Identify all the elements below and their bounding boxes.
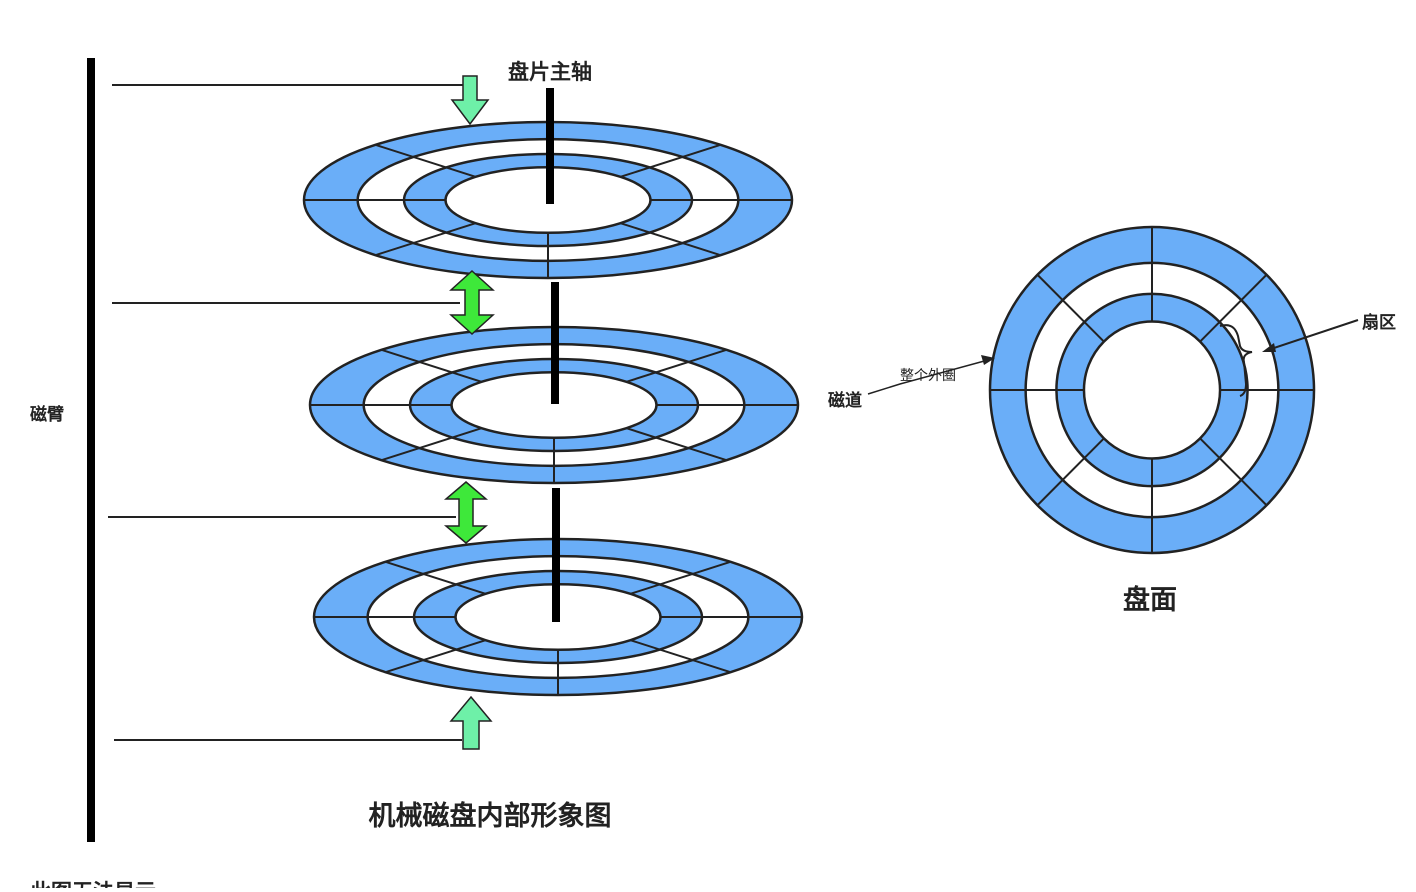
track-callout-arrowhead — [981, 355, 995, 365]
platter-middle-sector-divider — [626, 427, 727, 462]
platter-middle-sector-divider — [626, 348, 727, 383]
bottom-partial-label: 此图无法显示 — [30, 880, 156, 888]
head-arrow-upper-middle — [449, 269, 495, 336]
platter-bottom-sector-divider — [385, 560, 486, 595]
head-arrow-lower-middle — [443, 481, 489, 544]
spindle-segment-middle — [551, 282, 559, 404]
spindle-label: 盘片主轴 — [508, 60, 592, 84]
head-arrow-bottom — [449, 695, 493, 750]
platter-top-sector-divider — [620, 143, 721, 178]
sector-callout-line — [1267, 319, 1359, 351]
disk-arm-bar — [87, 58, 95, 842]
sector-label: 扇区 — [1362, 312, 1396, 333]
sector-brace — [1219, 324, 1253, 397]
platter-surface — [988, 225, 1316, 555]
platter-bottom-sector-divider — [630, 639, 731, 674]
sector-callout-arrowhead — [1262, 343, 1276, 352]
platter-middle-sector-divider — [381, 427, 482, 462]
surface-sector-divider — [1036, 274, 1105, 343]
spindle-segment-top — [546, 88, 554, 204]
surface-caption: 盘面 — [1123, 584, 1177, 616]
outer-ring-label: 整个外圈 — [900, 368, 956, 384]
platter-bottom-sector-divider — [630, 560, 731, 595]
surface-ring-outline — [1055, 292, 1249, 488]
platter-top-sector-divider — [620, 222, 721, 257]
surface-ring-outline — [988, 225, 1316, 555]
surface-sector-divider — [1199, 437, 1268, 506]
surface-sector-divider — [1199, 274, 1268, 343]
track-label: 磁道 — [828, 390, 862, 411]
track-callout-line — [867, 359, 989, 395]
platter-middle-sector-divider — [381, 348, 482, 383]
platter-top-sector-divider — [375, 222, 476, 257]
head-arrow-top — [450, 75, 490, 126]
surface-ring-outline — [1082, 320, 1222, 460]
surface-sector-divider — [1036, 437, 1105, 506]
surface-ring-outline — [1024, 261, 1280, 519]
main-caption: 机械磁盘内部形象图 — [369, 800, 612, 832]
spindle-segment-bottom — [552, 488, 560, 622]
platter-top-sector-divider — [375, 143, 476, 178]
platter-bottom-sector-divider — [385, 639, 486, 674]
disk-arm-label: 磁臂 — [30, 404, 64, 425]
